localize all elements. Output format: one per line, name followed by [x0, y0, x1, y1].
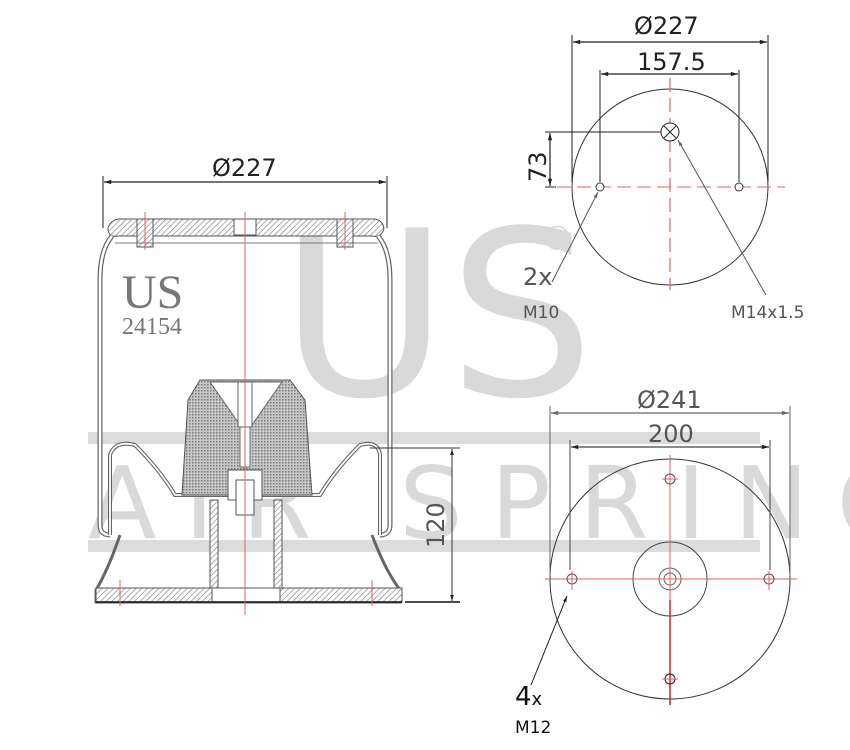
- bottom-diameter-label: Ø241: [637, 386, 702, 414]
- top-diameter-label: Ø227: [634, 12, 699, 40]
- side-view: Ø227: [94, 154, 460, 615]
- brand-label: US: [122, 266, 183, 319]
- bottom-bolt-thread: M12: [515, 718, 551, 738]
- part-number: 24154: [122, 314, 182, 340]
- watermark: US ® AIR SPRING: [88, 183, 850, 562]
- top-bolt-spacing-label: 157.5: [637, 48, 706, 76]
- bottom-bolt-count: 4x: [515, 682, 543, 712]
- watermark-registered: ®: [540, 219, 574, 259]
- bottom-bolt-spacing-label: 200: [648, 420, 694, 448]
- top-bolt-thread: M10: [523, 303, 559, 323]
- top-bolt-count: 2x: [523, 263, 552, 291]
- air-fitting-label: M14x1.5: [731, 303, 804, 323]
- top-view: Ø227 157.5 73 2x M10 M14x1.5: [523, 12, 804, 323]
- top-offset-label: 73: [524, 151, 552, 182]
- bottom-view: Ø241 200 4x M12: [515, 386, 797, 738]
- watermark-band-bottom: [88, 540, 760, 552]
- side-diameter-label: Ø227: [212, 154, 277, 182]
- side-height-label: 120: [422, 502, 450, 548]
